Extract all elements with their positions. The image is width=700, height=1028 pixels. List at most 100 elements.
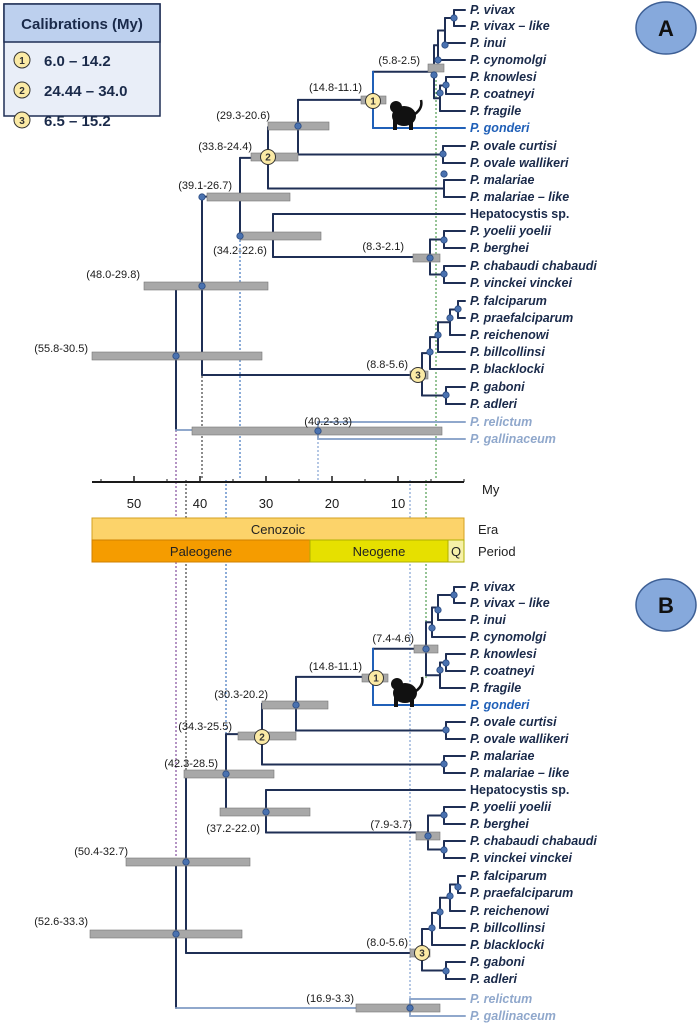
period-quaternary: Q — [451, 544, 461, 559]
node-dot — [440, 846, 448, 854]
node-age-label: (40.2-3.3) — [304, 416, 352, 428]
node-dot — [450, 14, 458, 22]
taxon-label: P. malariae — [470, 749, 534, 763]
hpd-bar — [239, 231, 322, 241]
taxon-label: P. vivax — [470, 580, 516, 594]
taxon-label: P. relictum — [470, 992, 532, 1006]
calibration-marker-number: 2 — [265, 153, 271, 164]
calibration-marker-number: 1 — [373, 674, 379, 685]
node-age-label: (42.3-28.5) — [164, 758, 218, 770]
node-dot — [434, 56, 442, 64]
node-dot — [424, 832, 432, 840]
taxon-label: P. gallinaceum — [470, 432, 556, 446]
taxon-label: P. gallinaceum — [470, 1009, 556, 1023]
taxon-label: P. vinckei vinckei — [470, 851, 572, 865]
node-dot — [442, 967, 450, 975]
axis-unit: My — [482, 482, 500, 497]
calibration-marker — [365, 93, 381, 109]
node-dot — [222, 770, 230, 778]
taxon-label: P. reichenowi — [470, 328, 549, 342]
node-dot — [198, 193, 206, 201]
hpd-bar — [355, 1003, 441, 1013]
taxon-label: P. chabaudi chabaudi — [470, 259, 597, 273]
node-age-label: (50.4-32.7) — [74, 846, 128, 858]
taxon-label: P. inui — [470, 613, 506, 627]
node-dot — [172, 352, 180, 360]
panel-badge-a: A — [635, 1, 697, 55]
node-dot — [436, 908, 444, 916]
era-label: Era — [478, 522, 499, 537]
node-age-label: (48.0-29.8) — [86, 269, 140, 281]
node-dot — [434, 606, 442, 614]
node-dot — [172, 930, 180, 938]
node-age-label: (37.2-22.0) — [206, 823, 260, 835]
taxon-label: P. vivax – like — [470, 596, 550, 610]
taxon-label: P. blacklocki — [470, 362, 545, 376]
taxon-label: P. ovale wallikeri — [470, 732, 569, 746]
node-dot — [436, 666, 444, 674]
calibration-range: 6.5 – 15.2 — [44, 113, 111, 130]
taxon-label: P. fragile — [470, 681, 521, 695]
taxon-label: P. ovale curtisi — [470, 139, 557, 153]
taxon-label: P. coatneyi — [470, 664, 535, 678]
node-dot — [182, 858, 190, 866]
taxon-label: Hepatocystis sp. — [470, 783, 569, 797]
hpd-bar — [427, 63, 445, 73]
calibration-marker-number: 3 — [415, 371, 421, 382]
axis-tick-label: 10 — [391, 496, 405, 511]
tree-panel-b: P. vivax P. vivax – like P. inui P. cynomol… — [34, 580, 597, 1023]
calibration-item-2: 2 24.44 – 34.0 — [13, 81, 127, 100]
node-dot — [434, 331, 442, 339]
node-age-label: (7.9-3.7) — [370, 819, 412, 831]
node-dot — [426, 254, 434, 262]
taxon-label: P. malariae – like — [470, 766, 569, 780]
node-age-label: (55.8-30.5) — [34, 343, 88, 355]
taxon-label: P. gaboni — [470, 955, 525, 969]
calibration-item-3: 3 6.5 – 15.2 — [13, 111, 111, 130]
node-dot — [430, 71, 438, 79]
node-dot — [314, 427, 322, 435]
node-dot — [236, 232, 244, 240]
node-dot — [426, 348, 434, 356]
mandrill-silhouette — [391, 676, 424, 707]
axis-tick-label: 30 — [259, 496, 273, 511]
taxon-label: P. coatneyi — [470, 87, 535, 101]
node-dot — [294, 122, 302, 130]
calibration-range: 6.0 – 14.2 — [44, 53, 111, 70]
node-age-label: (30.3-20.2) — [214, 689, 268, 701]
taxon-label: P. knowlesi — [470, 647, 537, 661]
calibration-item-1: 1 6.0 – 14.2 — [13, 51, 111, 70]
calibrations-title: Calibrations (My) — [21, 16, 143, 33]
taxon-label: P. vinckei vinckei — [470, 276, 572, 290]
taxon-label: P. praefalciparum — [470, 311, 573, 325]
panel-letter: A — [658, 16, 674, 41]
calibration-marker-number: 1 — [370, 97, 376, 108]
period-paleogene: Paleogene — [170, 544, 232, 559]
taxon-label: P. billcollinsi — [470, 345, 545, 359]
taxon-label: P. vivax — [470, 3, 516, 17]
taxon-label: P. blacklocki — [470, 938, 545, 952]
taxon-label: P. gonderi — [470, 698, 530, 712]
taxon-label: P. ovale wallikeri — [470, 156, 569, 170]
node-age-label: (5.8-2.5) — [378, 55, 420, 67]
node-dot — [440, 811, 448, 819]
calibration-marker — [254, 729, 270, 745]
calibration-marker — [414, 945, 430, 961]
node-age-label: (7.4-4.6) — [372, 633, 414, 645]
node-age-label: (39.1-26.7) — [178, 180, 232, 192]
node-dot — [428, 624, 436, 632]
taxon-label: P. vivax – like — [470, 19, 550, 33]
calibration-number: 3 — [19, 116, 25, 127]
node-age-label: (34.3-25.5) — [178, 721, 232, 733]
taxon-label: P. billcollinsi — [470, 921, 545, 935]
calibration-marker-number: 2 — [259, 733, 265, 744]
node-age-label: (16.9-3.3) — [306, 993, 354, 1005]
taxon-label: P. cynomolgi — [470, 630, 547, 644]
node-dot — [436, 89, 444, 97]
hpd-bar — [143, 281, 269, 291]
node-age-label: (8.8-5.6) — [366, 359, 408, 371]
calibration-number: 1 — [19, 56, 25, 67]
node-dot — [422, 645, 430, 653]
